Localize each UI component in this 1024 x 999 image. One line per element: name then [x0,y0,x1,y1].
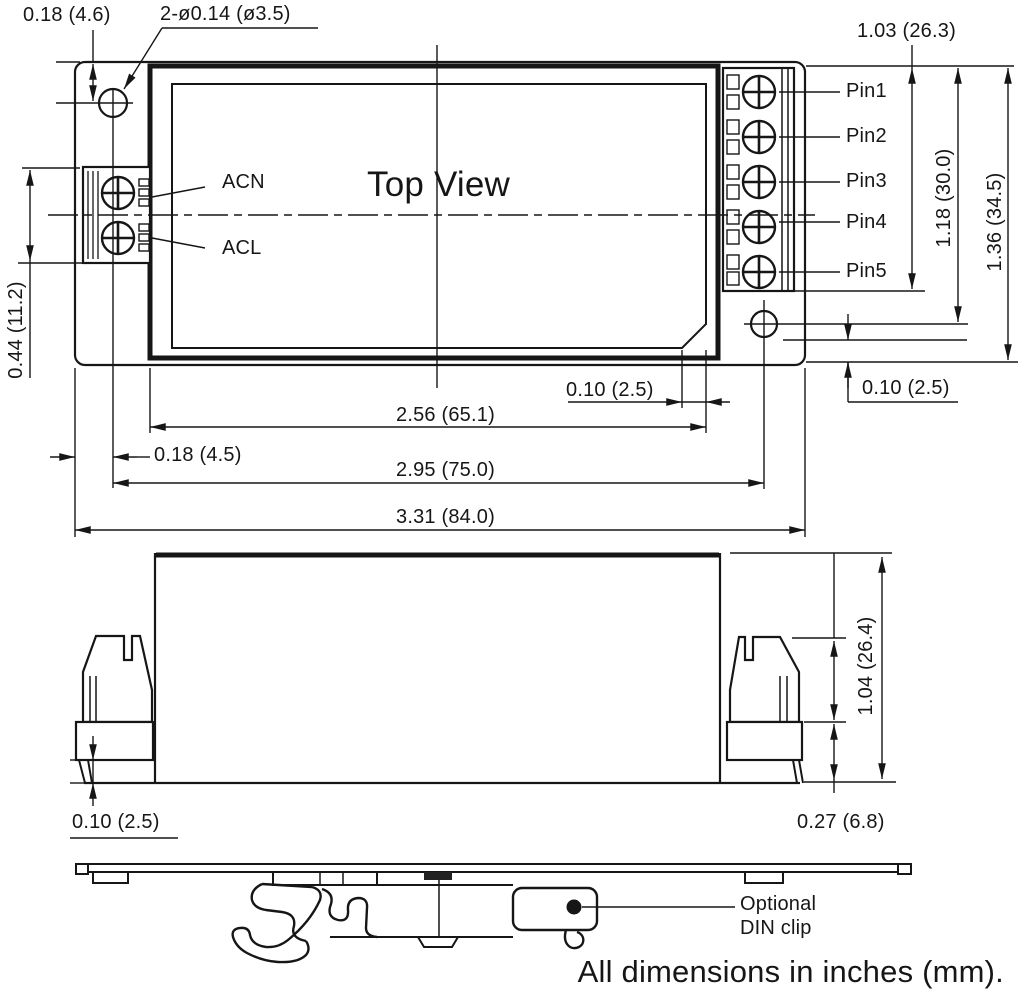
din-clip [231,872,735,964]
dim-body-width: 3.31 (84.0) [396,506,495,528]
pin-terminal-block [721,66,796,293]
dim-foot-depth: 0.27 (6.8) [797,811,885,833]
dim-hole-top-offset: 0.18 (4.6) [23,4,111,26]
dim-body-height: 1.36 (34.5) [983,172,1006,272]
base-plate [75,863,912,886]
din-clip-pin-icon [566,899,582,915]
view-title: Top View [367,165,510,204]
dim-hole-edge-offset: 0.10 (2.5) [862,377,950,399]
dimension-lines [26,27,1012,534]
side-view [70,552,896,839]
bottom-view [75,863,912,964]
din-clip-spring [231,882,378,964]
top-view-inner-panel [171,83,707,349]
pin-label-3: Pin3 [846,170,887,192]
screw-icon [100,175,136,211]
dim-terminal-height: 0.44 (11.2) [4,281,27,379]
din-clip-label-line1: Optional [740,893,817,915]
side-extension-lines [70,552,896,784]
terminal-label-acl: ACL [222,237,262,259]
pin-label-2: Pin2 [846,125,887,147]
dimensions-note: All dimensions in inches (mm). [577,954,1004,989]
extension-lines [18,61,1018,537]
din-foot-left [74,634,155,784]
dim-hole-spacing: 2.95 (75.0) [396,459,495,481]
dim-pin-block-height: 1.03 (26.3) [857,20,956,42]
pin-label-5: Pin5 [846,260,887,282]
din-clip-window [511,886,599,932]
din-clip-label-line2: DIN clip [740,917,812,939]
dim-lid-width: 2.56 (65.1) [396,404,495,426]
dim-foot-lip: 0.10 (2.5) [72,811,160,833]
top-view [18,27,1018,537]
dim-hole-center-height: 1.18 (30.0) [932,148,955,248]
side-dimension-lines [70,553,886,839]
screw-icon [100,220,136,256]
dim-holes-callout: 2-ø0.14 (ø3.5) [160,3,291,25]
pin-label-1: Pin1 [846,80,887,102]
label-leaders [151,91,840,273]
pin-label-4: Pin4 [846,211,887,233]
terminal-label-acn: ACN [222,171,265,193]
dim-lid-edge-gap: 0.10 (2.5) [566,379,654,401]
center-lines [48,45,815,489]
dim-hole-left-offset: 0.18 (4.5) [154,444,242,466]
screw-icon [741,74,777,290]
dim-side-height: 1.04 (26.4) [854,616,877,716]
din-foot-right [725,635,804,784]
